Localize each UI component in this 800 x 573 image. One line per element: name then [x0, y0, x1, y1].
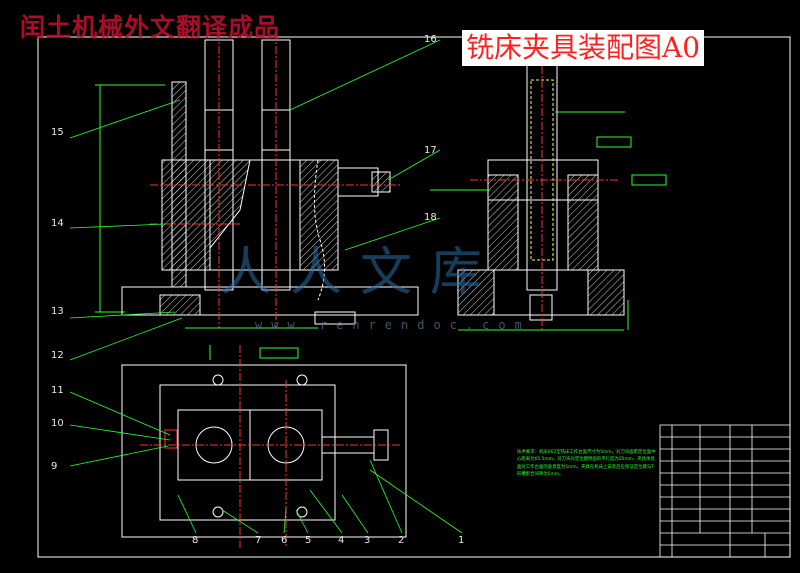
part-number-7: 7 [255, 535, 262, 546]
leader-line [69, 391, 171, 436]
leader-line [344, 217, 441, 251]
base-plate [121, 286, 419, 316]
leader-line [69, 223, 166, 229]
leader-line [69, 311, 176, 319]
technical-notes: 技术要求：机床X62型铣床工作台面尺寸为5mm，对刀块面距定位面中心距离为65.… [517, 450, 656, 478]
leader-line [369, 469, 463, 534]
leader-lines [69, 39, 463, 534]
part-number-3: 3 [364, 535, 371, 546]
top-view [121, 345, 407, 548]
title-block [659, 424, 791, 558]
part-number-11: 11 [51, 385, 64, 396]
part-number-16: 16 [424, 34, 437, 45]
leader-line [295, 509, 309, 534]
part-number-14: 14 [51, 218, 64, 229]
drawing-title: 铣床夹具装配图A0 [462, 30, 705, 66]
part-number-1: 1 [458, 535, 465, 546]
top-base [121, 364, 407, 538]
leader-line [221, 509, 259, 534]
leader-line [283, 507, 287, 534]
part-number-2: 2 [398, 535, 405, 546]
side-view [430, 38, 667, 331]
leader-line [289, 39, 441, 111]
front-view [95, 32, 419, 329]
part-number-12: 12 [51, 350, 64, 361]
part-number-13: 13 [51, 306, 64, 317]
leader-line [309, 489, 343, 534]
center-watermark: 人人文库 [220, 243, 501, 303]
part-number-10: 10 [51, 418, 64, 429]
part-number-15: 15 [51, 127, 64, 138]
leader-line [69, 99, 181, 139]
leader-line [387, 149, 441, 181]
part-number-9: 9 [51, 461, 58, 472]
drawing-frame [37, 36, 791, 558]
leader-line [69, 317, 183, 361]
leader-line [69, 424, 171, 441]
part-number-5: 5 [305, 535, 312, 546]
top-watermark: 闰土机械外文翻译成品 [20, 13, 281, 42]
leader-line [177, 494, 197, 534]
leader-line [369, 459, 403, 534]
part-number-18: 18 [424, 212, 437, 223]
watermark-url: www.renrendoc.com [255, 318, 531, 332]
leader-line [341, 494, 369, 534]
part-number-4: 4 [338, 535, 345, 546]
leader-line [69, 445, 169, 467]
part-number-17: 17 [424, 145, 437, 156]
part-number-8: 8 [192, 535, 199, 546]
part-number-6: 6 [281, 535, 288, 546]
